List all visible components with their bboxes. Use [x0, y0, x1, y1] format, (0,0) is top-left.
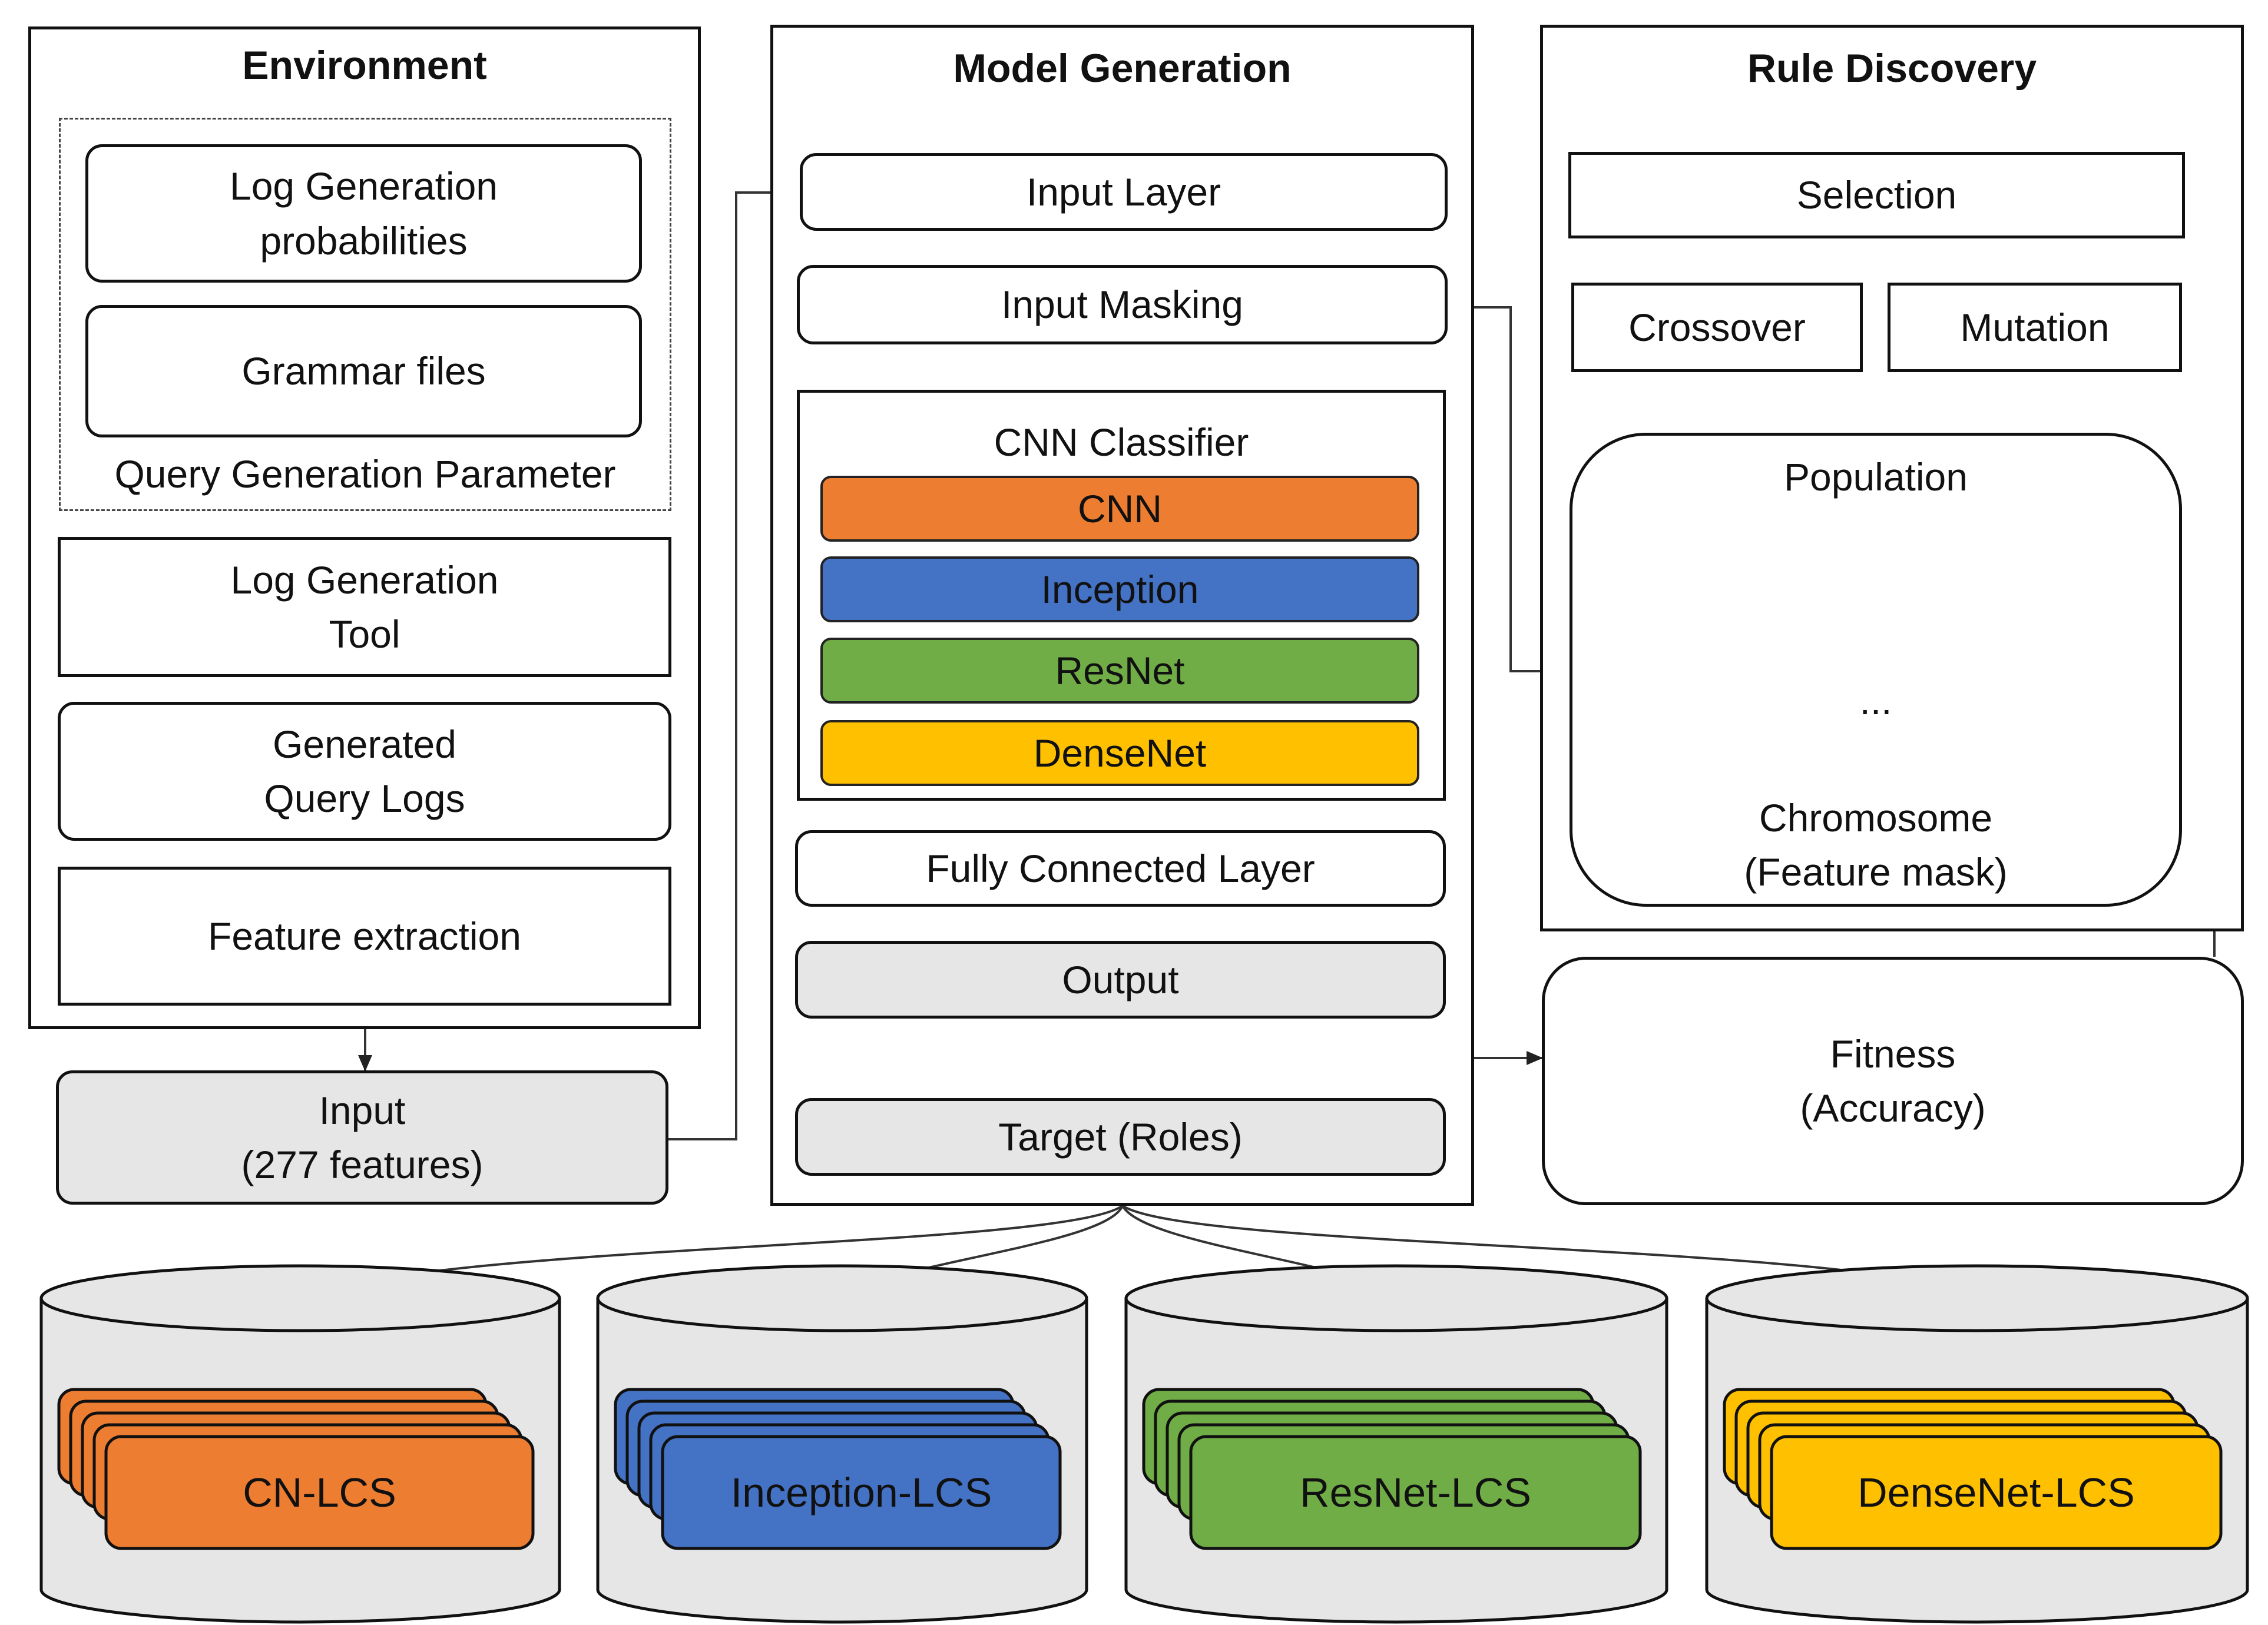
database-cylinder — [1705, 1264, 2249, 1624]
grammar-files-box: Grammar files — [85, 305, 642, 437]
model-inception-box: Inception — [820, 556, 1419, 622]
feature-extraction-box: Feature extraction — [58, 867, 671, 1006]
population-ellipsis: ... — [1859, 678, 1892, 722]
arrow-input-to-inputlayer — [668, 185, 801, 1140]
lcs-card — [661, 1435, 1062, 1550]
output-box: Output — [795, 941, 1446, 1019]
model-generation-title: Model Generation — [953, 46, 1292, 91]
fitness-box: Fitness (Accuracy) — [1542, 957, 2244, 1205]
query-generation-parameter-group — [59, 118, 671, 511]
database-cylinder — [39, 1264, 561, 1624]
model-densenet-box: DenseNet — [820, 720, 1419, 786]
cnn-classifier-label: CNN Classifier — [994, 420, 1249, 464]
input-masking-box: Input Masking — [797, 265, 1448, 344]
database-cylinder — [1124, 1264, 1668, 1624]
crossover-box: Crossover — [1571, 283, 1863, 372]
database-cylinder — [596, 1264, 1088, 1624]
mutation-box: Mutation — [1888, 283, 2182, 372]
population-group — [1570, 433, 2182, 907]
lcs-card — [1189, 1435, 1642, 1550]
input-features-box: Input (277 features) — [56, 1070, 668, 1205]
query-generation-parameter-label: Query Generation Parameter — [114, 452, 616, 496]
log-generation-tool-box: Log Generation Tool — [58, 537, 671, 677]
chromosome-label: Chromosome (Feature mask) — [1744, 795, 2008, 894]
input-layer-box: Input Layer — [800, 153, 1448, 231]
lcs-card — [1770, 1435, 2223, 1550]
generated-query-logs-box: Generated Query Logs — [58, 702, 671, 841]
rule-discovery-title: Rule Discovery — [1747, 46, 2037, 91]
lcs-database-label: CN-LCS — [243, 1470, 396, 1515]
target-roles-box: Target (Roles) — [795, 1098, 1446, 1176]
log-generation-probabilities-box: Log Generation probabilities — [85, 144, 642, 283]
lcs-card — [104, 1435, 535, 1550]
lcs-database-label: DenseNet-LCS — [1858, 1470, 2135, 1515]
environment-title: Environment — [242, 43, 487, 88]
fully-connected-layer-box: Fully Connected Layer — [795, 830, 1446, 907]
population-label: Population — [1784, 455, 1968, 499]
model-resnet-box: ResNet — [820, 638, 1419, 704]
lcs-database-label: Inception-LCS — [730, 1470, 992, 1515]
model-cnn-box: CNN — [820, 476, 1419, 542]
lcs-database-label: ResNet-LCS — [1300, 1470, 1531, 1515]
selection-box: Selection — [1568, 152, 2185, 238]
